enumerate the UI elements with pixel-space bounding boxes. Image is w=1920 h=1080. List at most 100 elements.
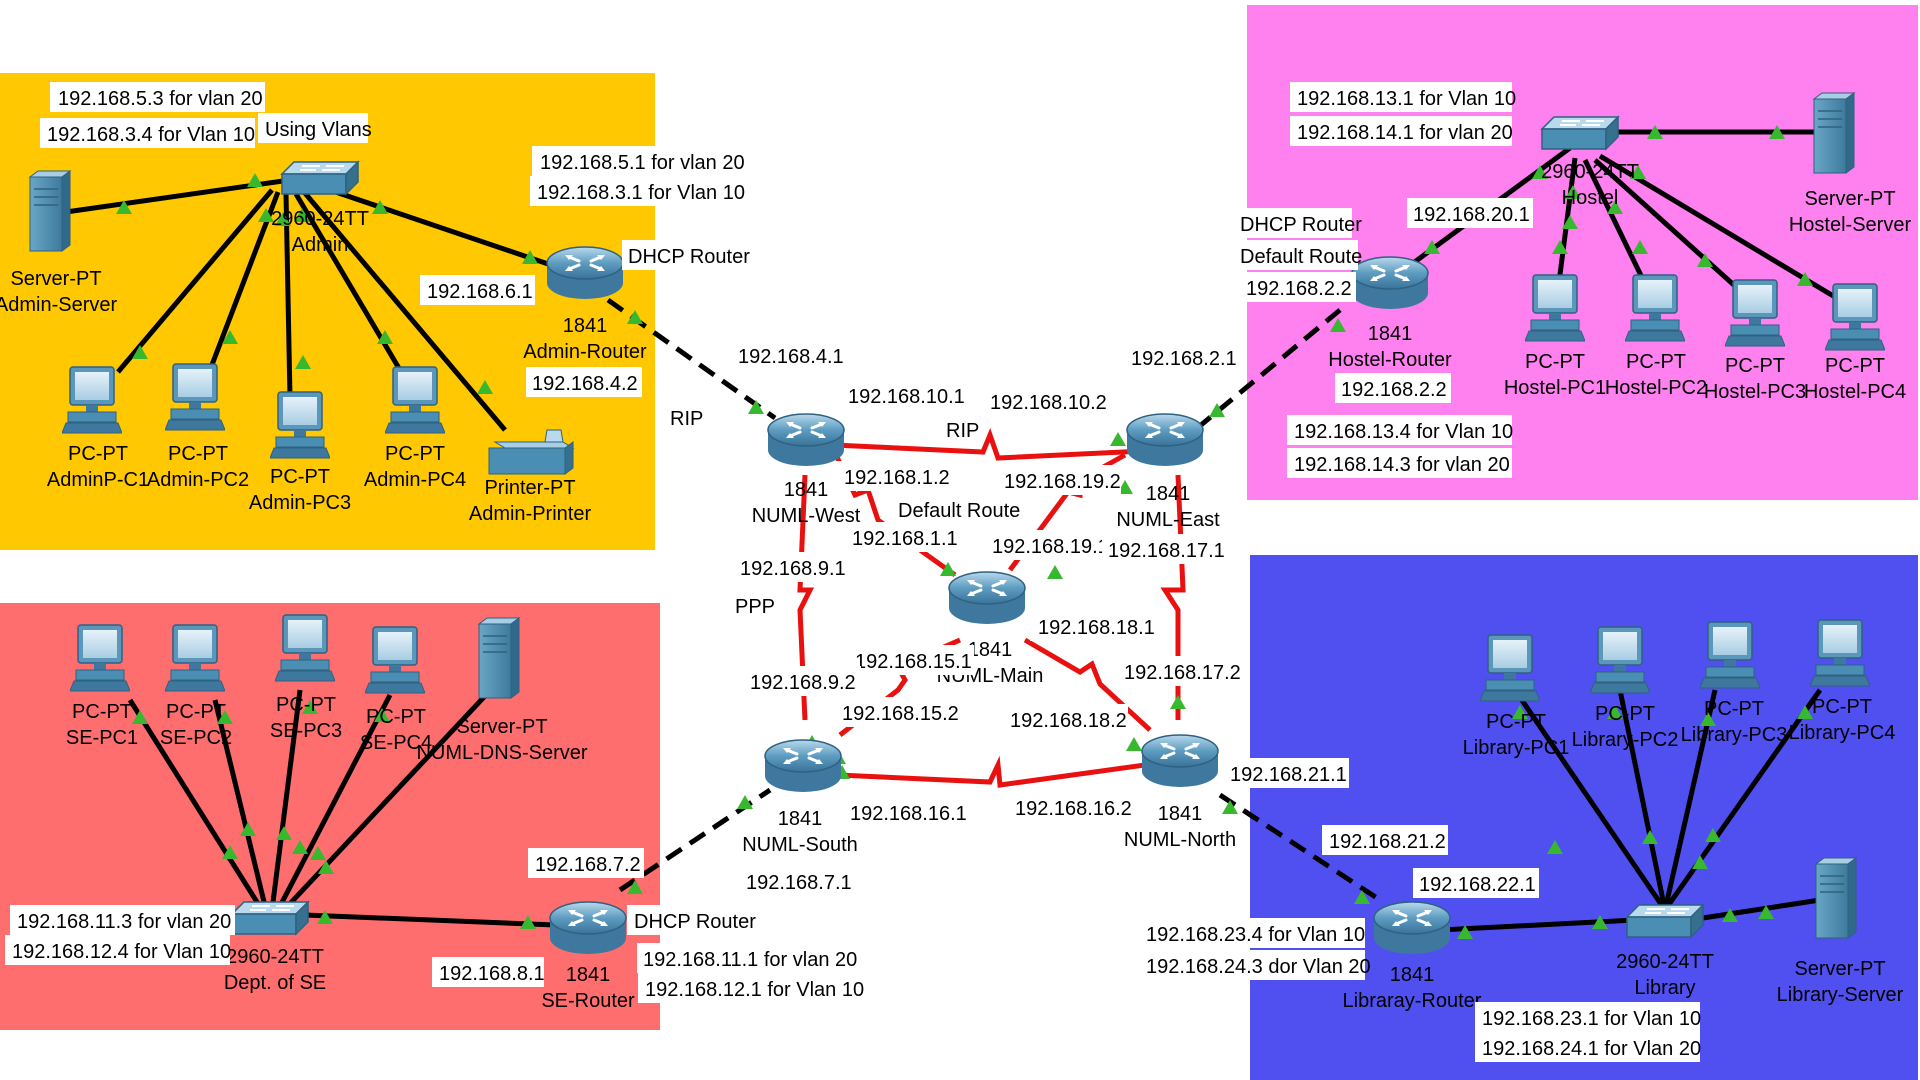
switch-icon[interactable] (230, 900, 310, 936)
server-icon[interactable] (1813, 92, 1855, 174)
svg-text:RIP: RIP (670, 408, 703, 430)
pc-icon[interactable] (275, 614, 335, 682)
device-name-label: Admin-PC2 (147, 469, 249, 491)
svg-text:192.168.14.1 for vlan 20: 192.168.14.1 for vlan 20 (1297, 122, 1513, 144)
ip-label: 192.168.17.1 (1102, 534, 1228, 564)
ip-label: 192.168.23.1 for Vlan 10 (1475, 1002, 1701, 1032)
device-name-label: NUML-DNS-Server (416, 742, 587, 764)
ip-label: 192.168.4.2 (526, 367, 642, 397)
link-se-switch-pc2 (212, 699, 269, 911)
svg-text:192.168.2.2: 192.168.2.2 (1341, 379, 1447, 401)
device-name-label: Admin-Printer (469, 503, 592, 525)
device-name-label: SE-PC3 (270, 720, 342, 742)
device-name-label: Library (1634, 977, 1695, 999)
pc-icon[interactable] (165, 624, 225, 692)
device-type-label: Server-PT (10, 268, 101, 290)
router-icon[interactable] (766, 412, 846, 468)
ip-label: 192.168.1.1 (845, 522, 963, 552)
ip-label: 192.168.13.4 for Vlan 10 (1287, 415, 1513, 445)
pc-icon[interactable] (1825, 283, 1885, 351)
ip-label: 192.168.24.3 dor Vlan 20 (1140, 950, 1371, 980)
ip-label: 192.168.15.1 (848, 645, 974, 675)
note-label: RIP (946, 420, 979, 442)
ip-label: 192.168.17.2 (1117, 656, 1243, 686)
device-type-label: PC-PT (1725, 355, 1785, 377)
pc-icon[interactable] (1625, 274, 1685, 342)
note-label: RIP (670, 408, 703, 430)
router-icon[interactable] (1350, 255, 1430, 311)
router-icon[interactable] (1125, 412, 1205, 468)
ip-label: 192.168.7.1 (740, 866, 856, 896)
svg-text:192.168.3.1 for Vlan 10: 192.168.3.1 for Vlan 10 (537, 182, 745, 204)
router-icon[interactable] (763, 738, 843, 794)
pc-icon[interactable] (70, 624, 130, 692)
device-type-label: 2960-24TT (1541, 161, 1639, 183)
device-name-label: NUML-South (742, 834, 858, 856)
switch-icon[interactable] (280, 160, 360, 196)
device-name-label: Library-Server (1777, 984, 1904, 1006)
device-type-label: PC-PT (1704, 698, 1764, 720)
device-name-label: Library-PC4 (1789, 722, 1896, 744)
ip-label: 192.168.12.1 for Vlan 10 (638, 973, 864, 1003)
pc-icon[interactable] (1480, 634, 1540, 702)
device-type-label: PC-PT (72, 701, 132, 723)
device-name-label: Library-PC1 (1463, 737, 1570, 759)
ip-label: 192.168.14.3 for vlan 20 (1287, 448, 1512, 478)
server-icon[interactable] (478, 617, 520, 699)
pc-icon[interactable] (270, 391, 330, 459)
ip-label: 192.168.22.1 (1413, 868, 1539, 898)
device-name-label: AdminP-C1 (47, 469, 149, 491)
ip-label: 192.168.24.1 for Vlan 20 (1475, 1032, 1701, 1062)
ip-label: 192.168.6.1 (420, 275, 535, 305)
svg-text:192.168.20.1: 192.168.20.1 (1413, 204, 1530, 226)
pc-icon[interactable] (1700, 621, 1760, 689)
ip-label: 192.168.5.1 for vlan 20 (532, 146, 745, 176)
router-icon[interactable] (1372, 900, 1452, 956)
device-name-label: SE-Router (541, 990, 635, 1012)
device-type-label: 2960-24TT (271, 208, 369, 230)
server-icon[interactable] (1815, 857, 1857, 939)
ip-label: 192.168.19.2 (996, 465, 1121, 495)
device-name-label: Admin-PC3 (249, 492, 351, 514)
pc-icon[interactable] (365, 626, 425, 694)
svg-text:192.168.22.1: 192.168.22.1 (1419, 874, 1536, 896)
router-icon[interactable] (947, 570, 1027, 626)
pc-icon[interactable] (165, 363, 225, 431)
device-name-label: Admin-Server (0, 294, 117, 316)
ip-label: 192.168.20.1 (1407, 198, 1533, 228)
pc-icon[interactable] (1810, 619, 1870, 687)
server-icon[interactable] (29, 170, 71, 252)
device-type-label: Printer-PT (484, 477, 575, 499)
ip-label: 192.168.18.2 (1002, 704, 1128, 734)
pc-icon[interactable] (1590, 626, 1650, 694)
switch-icon[interactable] (1625, 903, 1705, 939)
svg-text:192.168.6.1: 192.168.6.1 (427, 281, 533, 303)
device-name-label: NUML-West (752, 505, 861, 527)
device-type-label: 1841 (968, 639, 1013, 661)
device-name-label: Admin (292, 234, 349, 256)
ip-label: 192.168.14.1 for vlan 20 (1290, 116, 1513, 146)
pc-icon[interactable] (62, 366, 122, 434)
device-type-label: PC-PT (385, 443, 445, 465)
svg-text:192.168.18.2: 192.168.18.2 (1010, 710, 1127, 732)
switch-icon[interactable] (1540, 115, 1620, 151)
svg-text:192.168.23.4 for Vlan 10: 192.168.23.4 for Vlan 10 (1146, 924, 1365, 946)
router-icon[interactable] (1140, 733, 1220, 789)
pc-icon[interactable] (385, 366, 445, 434)
svg-text:Default Route: Default Route (898, 500, 1020, 522)
router-icon[interactable] (545, 245, 625, 301)
link-se-switch-router (304, 912, 556, 928)
ip-label: 192.168.21.1 (1223, 758, 1349, 788)
device-type-label: Server-PT (1794, 958, 1885, 980)
pc-icon[interactable] (1725, 279, 1785, 347)
device-name-label: Admin-Router (523, 341, 647, 363)
device-type-label: 1841 (563, 315, 608, 337)
device-type-label: PC-PT (1626, 351, 1686, 373)
pc-icon[interactable] (1525, 274, 1585, 342)
link-admin-switch-router (314, 182, 561, 271)
ip-label: 192.168.9.2 (743, 666, 861, 696)
router-icon[interactable] (548, 900, 628, 956)
svg-text:192.168.1.1: 192.168.1.1 (852, 528, 958, 550)
device-name-label: SE-PC1 (66, 727, 138, 749)
